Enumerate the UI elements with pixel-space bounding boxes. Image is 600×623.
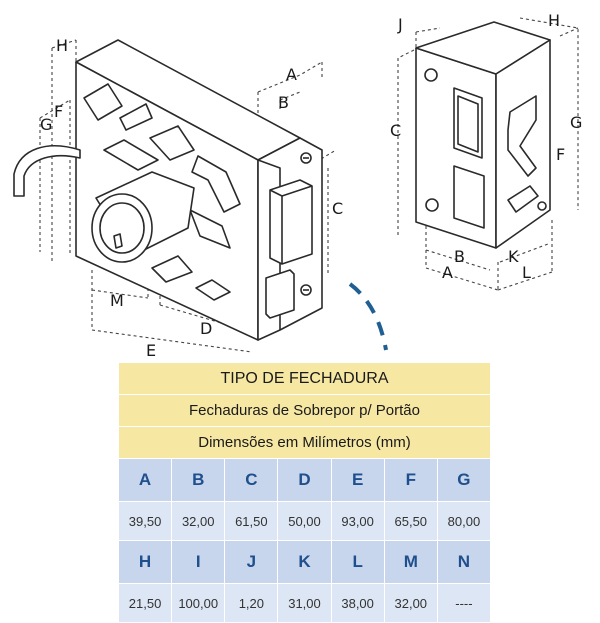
- strike-dim-h: H: [548, 11, 560, 30]
- dimension-letter: D: [277, 458, 332, 502]
- lock-dim-a: A: [286, 65, 297, 84]
- strike-dim-k: K: [508, 247, 519, 266]
- dimension-letter: L: [330, 540, 385, 584]
- lock-dim-h: H: [56, 36, 68, 55]
- dimension-value-row: 39,50 32,00 61,50 50,00 93,00 65,50 80,0…: [117, 501, 492, 541]
- strike-dim-j: J: [397, 15, 403, 34]
- dimension-letter: E: [330, 458, 385, 502]
- dimension-letter: A: [117, 458, 173, 502]
- dimension-value: 1,20: [224, 583, 279, 623]
- dimension-letter: H: [117, 540, 173, 584]
- dimension-value: 65,50: [383, 501, 438, 541]
- dimension-letter-row: A B C D E F G: [117, 458, 492, 502]
- dimension-value: ----: [436, 583, 492, 623]
- dimension-value: 100,00: [171, 583, 226, 623]
- dimension-value: 32,00: [383, 583, 438, 623]
- dimension-value: 38,00: [330, 583, 385, 623]
- strike-dim-l: L: [522, 263, 531, 282]
- lock-dim-f: F: [54, 102, 63, 121]
- dimension-value-row: 21,50 100,00 1,20 31,00 38,00 32,00 ----: [117, 583, 492, 623]
- dimension-value: 39,50: [117, 501, 173, 541]
- dimension-letter: M: [383, 540, 438, 584]
- dimension-letter-row: H I J K L M N: [117, 540, 492, 584]
- dimension-value: 32,00: [171, 501, 226, 541]
- lock-illustration: H F G A B C M D E J H C G F B A K L: [13, 11, 582, 360]
- table-subtitle: Fechaduras de Sobrepor p/ Portão: [118, 394, 491, 427]
- dimension-value: 80,00: [436, 501, 492, 541]
- dimension-letter: I: [171, 540, 226, 584]
- dimension-value: 93,00: [330, 501, 385, 541]
- dimension-letter: J: [224, 540, 279, 584]
- dimension-letter: F: [383, 458, 438, 502]
- lock-dim-m: M: [110, 291, 124, 310]
- gate-lock-drawing: [13, 39, 337, 353]
- dimension-letter: B: [171, 458, 226, 502]
- dimension-letter: G: [436, 458, 492, 502]
- table-units: Dimensões em Milímetros (mm): [118, 426, 491, 459]
- strike-box-drawing: [397, 17, 579, 291]
- lock-dim-c: C: [332, 199, 343, 218]
- strike-dim-a: A: [442, 263, 453, 282]
- strike-dim-f: F: [556, 145, 565, 164]
- dimension-letter: C: [224, 458, 279, 502]
- lock-dim-d: D: [200, 319, 212, 338]
- dimension-letter: K: [277, 540, 332, 584]
- dimension-value: 21,50: [117, 583, 173, 623]
- dimension-letter: N: [436, 540, 492, 584]
- strike-dim-b: B: [454, 247, 465, 266]
- lock-dim-g: G: [40, 115, 52, 134]
- connector-arc: [348, 282, 388, 351]
- strike-dim-c: C: [390, 121, 401, 140]
- dimension-value: 61,50: [224, 501, 279, 541]
- lock-dim-e: E: [146, 341, 156, 360]
- lock-dim-b: B: [278, 93, 289, 112]
- table-title: TIPO DE FECHADURA: [118, 362, 491, 395]
- strike-dim-g: G: [570, 113, 582, 132]
- lock-spec-table: TIPO DE FECHADURA Fechaduras de Sobrepor…: [117, 362, 492, 623]
- dimension-value: 31,00: [277, 583, 332, 623]
- dimension-value: 50,00: [277, 501, 332, 541]
